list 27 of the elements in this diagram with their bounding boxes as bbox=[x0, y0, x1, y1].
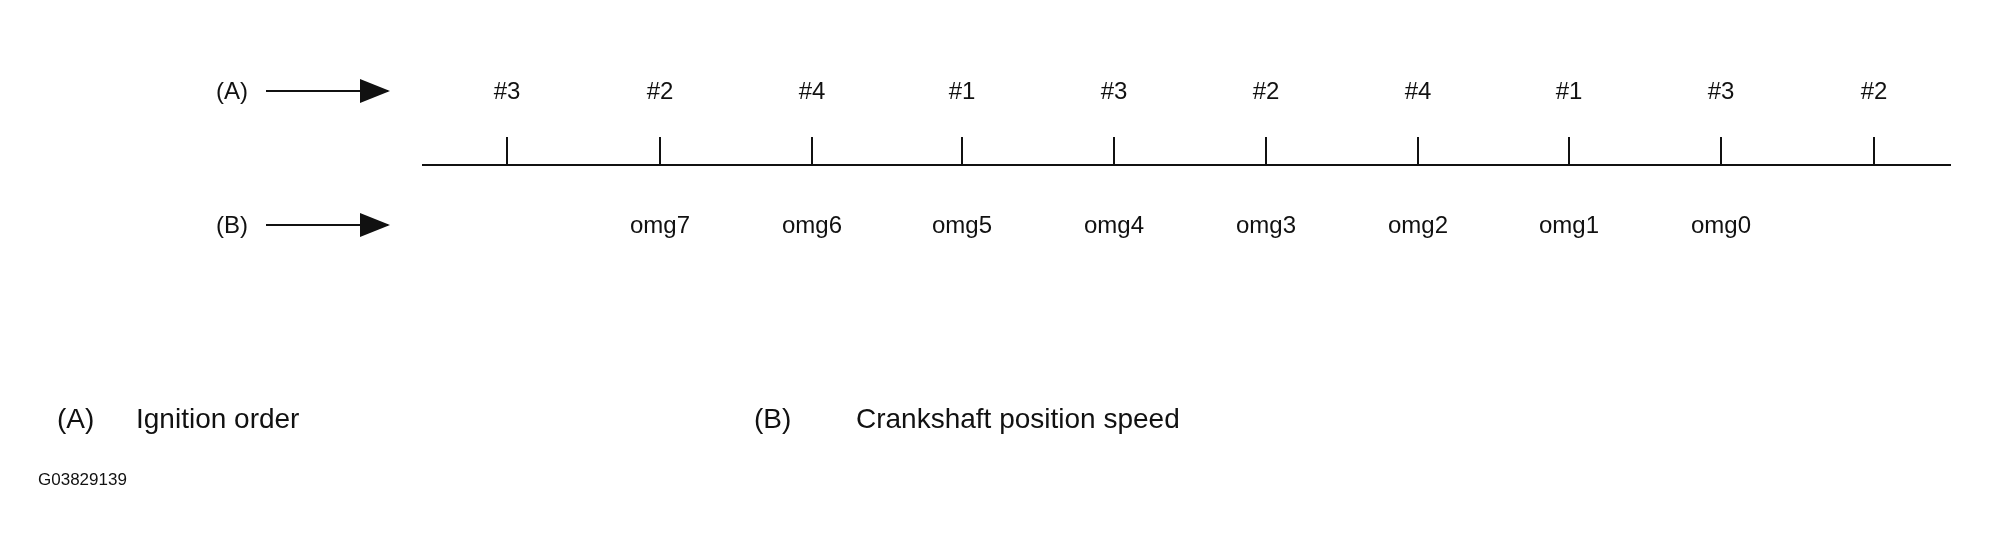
speed-label: omg1 bbox=[1539, 211, 1599, 239]
row-marker: (A) bbox=[216, 77, 248, 105]
speed-label: omg4 bbox=[1084, 211, 1144, 239]
speed-label: omg5 bbox=[932, 211, 992, 239]
cylinder-number: #2 bbox=[1860, 77, 1888, 105]
speed-label: omg7 bbox=[630, 211, 690, 239]
key-description: Crankshaft position speed bbox=[856, 403, 1180, 435]
cylinder-number: #1 bbox=[948, 77, 976, 105]
key-letter: (B) bbox=[754, 403, 792, 435]
cylinder-number: #3 bbox=[493, 77, 521, 105]
key-letter: (A) bbox=[57, 403, 95, 435]
speed-label: omg3 bbox=[1236, 211, 1296, 239]
cylinder-number: #2 bbox=[646, 77, 674, 105]
figure-code: G03829139 bbox=[38, 470, 127, 490]
cylinder-number: #4 bbox=[798, 77, 826, 105]
arrow bbox=[265, 79, 390, 103]
speed-label: omg6 bbox=[782, 211, 842, 239]
key-description: Ignition order bbox=[136, 403, 300, 435]
cylinder-number: #1 bbox=[1555, 77, 1583, 105]
cylinder-number: #2 bbox=[1252, 77, 1280, 105]
cylinder-number: #3 bbox=[1100, 77, 1128, 105]
row-marker: (B) bbox=[216, 211, 248, 239]
cylinder-number: #3 bbox=[1707, 77, 1735, 105]
cylinder-number: #4 bbox=[1404, 77, 1432, 105]
speed-label: omg2 bbox=[1388, 211, 1448, 239]
arrow bbox=[265, 213, 390, 237]
speed-label: omg0 bbox=[1691, 211, 1751, 239]
